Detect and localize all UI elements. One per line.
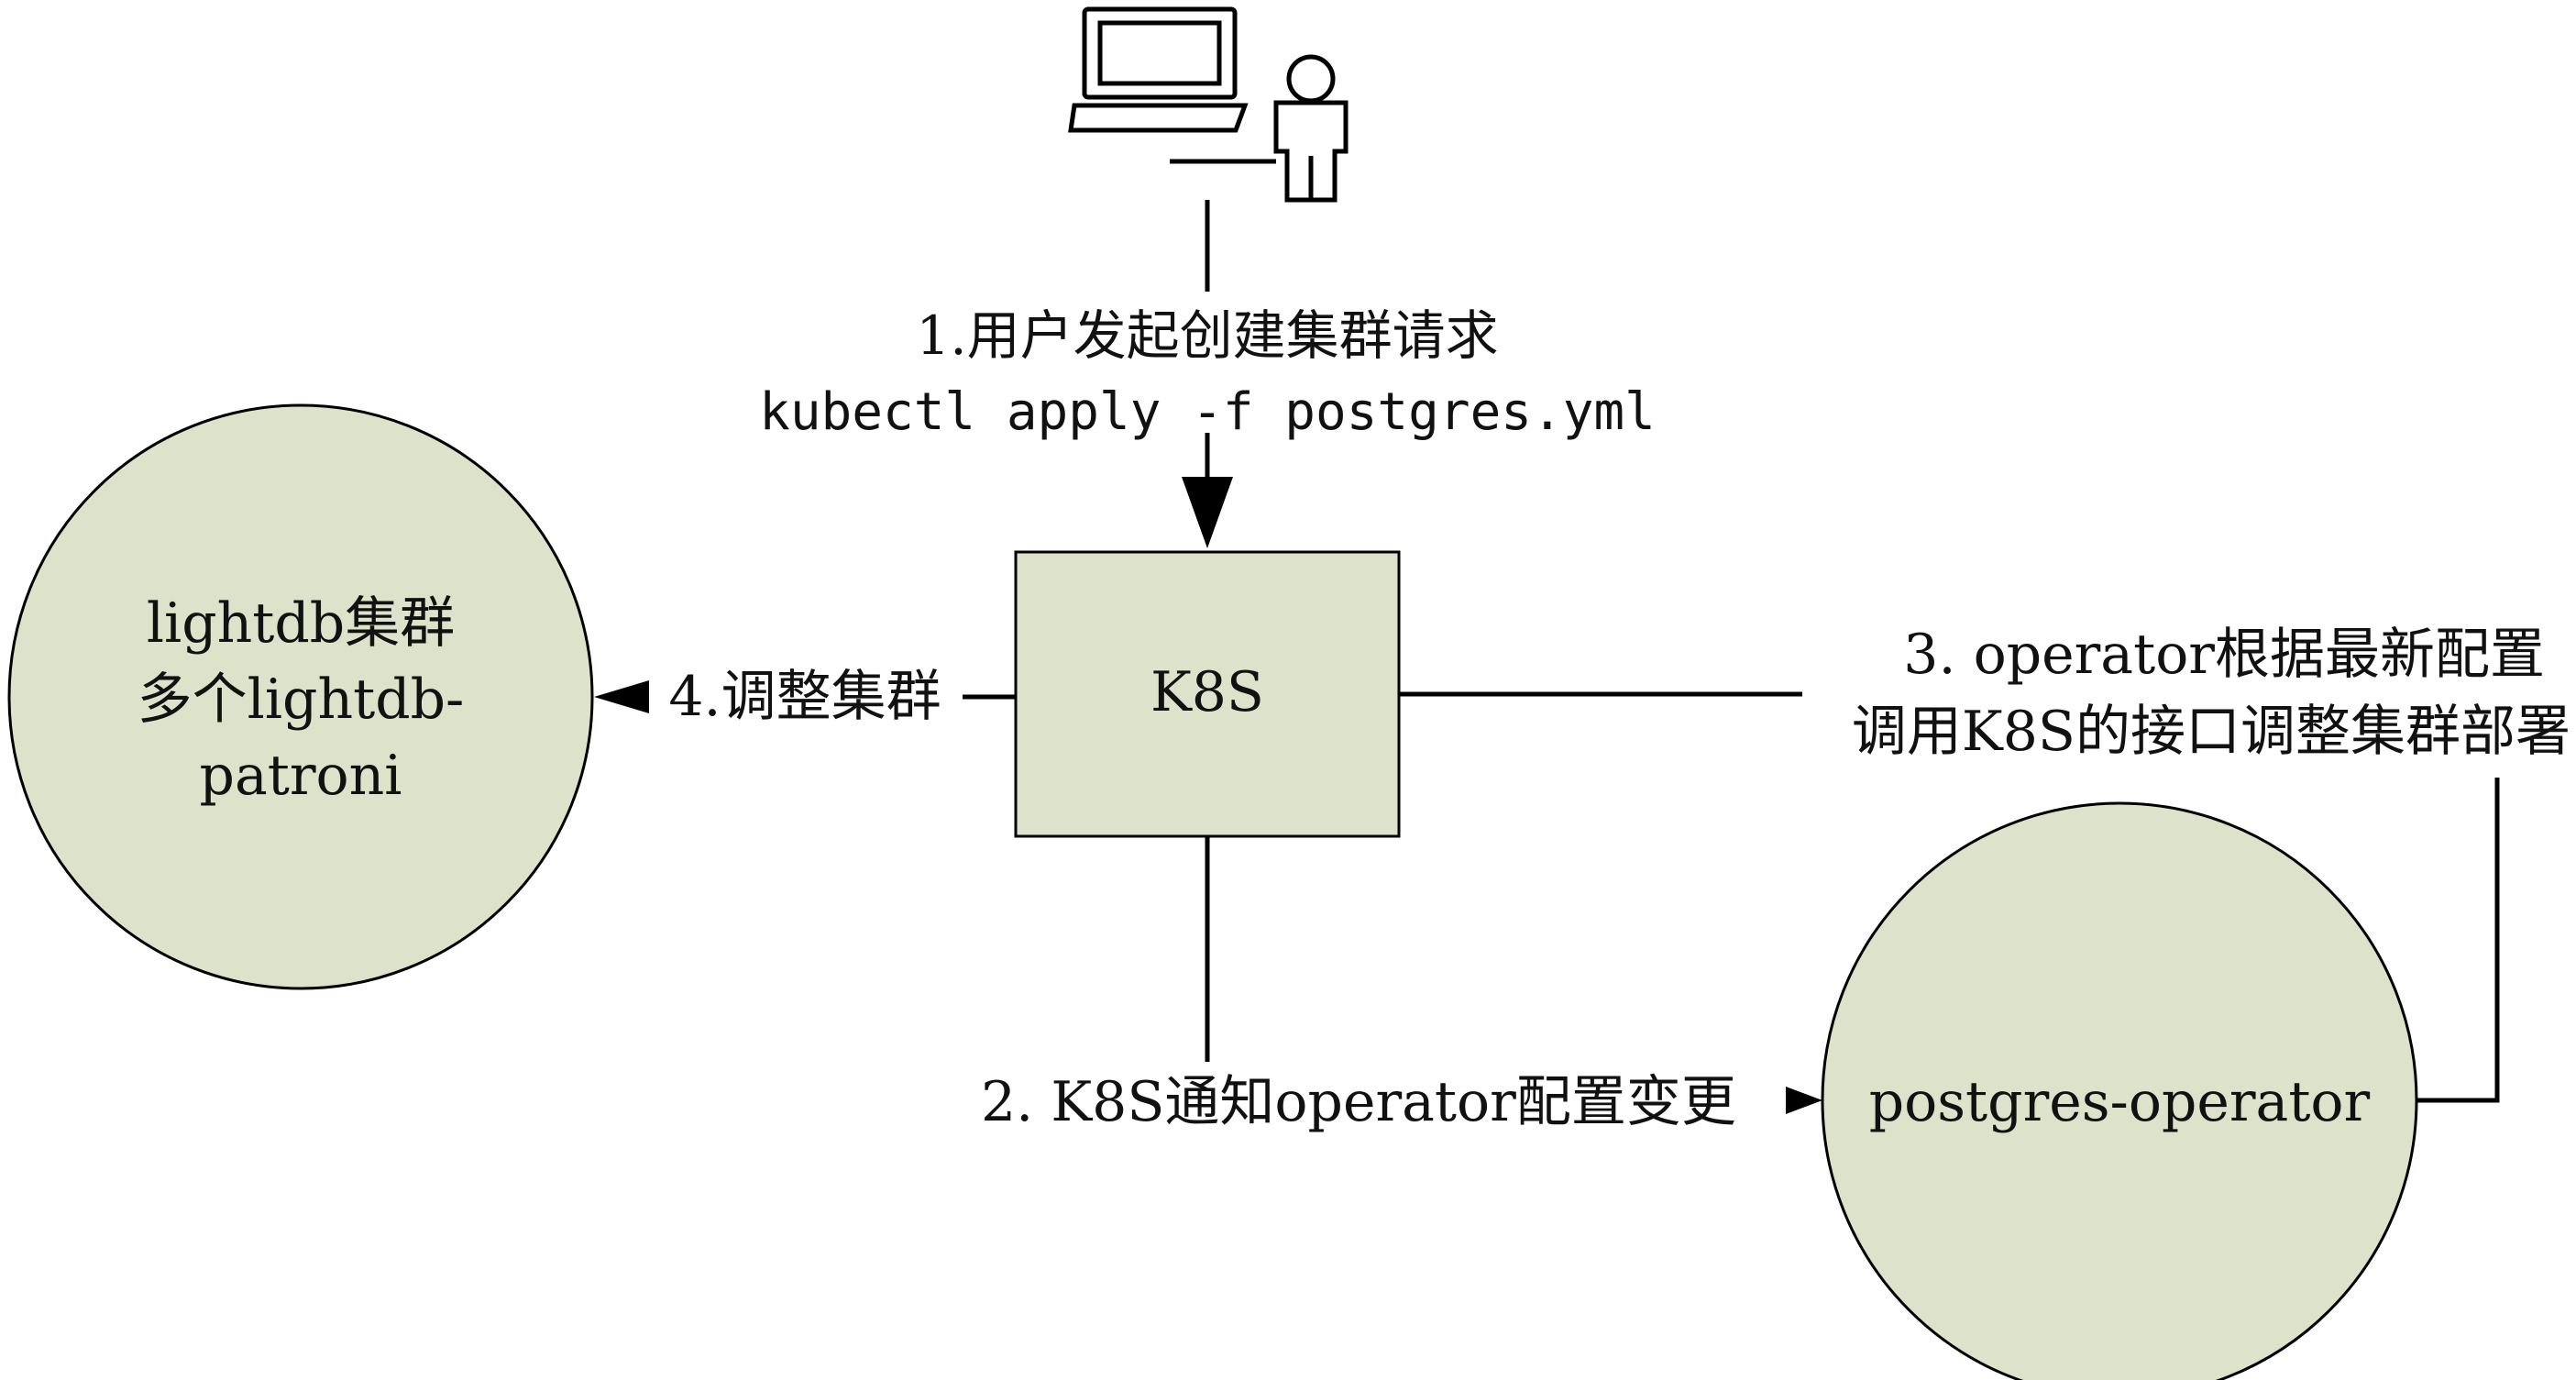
edge-step1-label-line1: 1.用户发起创建集群请求 (916, 304, 1498, 367)
postgres-operator-node-label: postgres-operator (1869, 1070, 2371, 1134)
edge-step3-label-line1: 3. operator根据最新配置 (1903, 623, 2545, 687)
lightdb-node-label-line3: patroni (200, 744, 402, 808)
lightdb-node-label-line1: lightdb集群 (147, 591, 455, 656)
edge-step2-label: 2. K8S通知operator配置变更 (981, 1070, 1736, 1134)
edge-step2-arrowhead (1786, 1087, 1822, 1114)
person-icon (1273, 54, 1349, 203)
lightdb-node-label-line2: 多个lightdb- (138, 668, 465, 732)
edge-step4-label: 4.调整集群 (668, 665, 941, 729)
laptop-icon (1068, 6, 1249, 133)
k8s-node-label: K8S (1150, 660, 1264, 724)
edge-step1-label-line2: kubectl apply -f postgres.yml (759, 382, 1656, 442)
lightdb-cluster-node (7, 403, 594, 990)
edge-step1-arrowhead (1182, 477, 1233, 548)
k8s-node (1014, 550, 1401, 838)
edge-step4-arrowhead (594, 680, 649, 713)
edge-step3-line (2416, 778, 2500, 1103)
edge-step3-label-line2: 调用K8S的接口调整集群部署 (1852, 700, 2570, 764)
